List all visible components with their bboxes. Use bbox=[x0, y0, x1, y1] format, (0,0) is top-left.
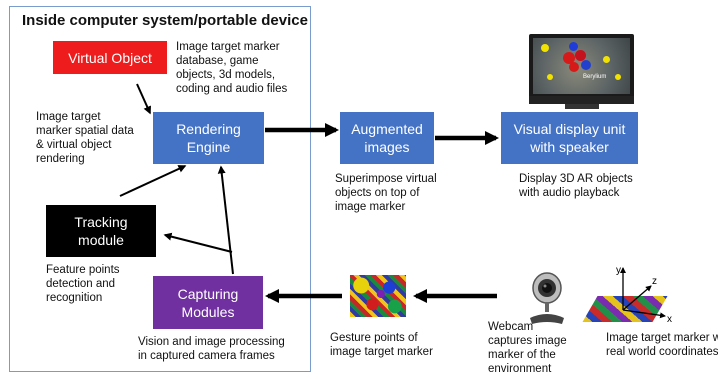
tv-monitor-icon: Berylium bbox=[529, 34, 634, 104]
virtual-object-box: Virtual Object bbox=[53, 41, 167, 74]
capturing-modules-label-1: Capturing bbox=[177, 285, 239, 302]
ball-yellow bbox=[615, 74, 621, 80]
rendering-engine-label-1: Rendering bbox=[176, 121, 241, 137]
axes-icon: y x z bbox=[616, 265, 672, 325]
ball-blue bbox=[581, 60, 591, 70]
feature-points-note: Feature points detection and recognition bbox=[46, 263, 120, 305]
note-line: & virtual object bbox=[36, 139, 112, 151]
display-3d-note: Display 3D AR objects with audio playbac… bbox=[519, 172, 633, 200]
tracking-module-label-1: Tracking bbox=[74, 214, 128, 230]
vision-processing-note: Vision and image processing in captured … bbox=[138, 335, 285, 363]
note-line: Feature points bbox=[46, 264, 120, 276]
note-line: Image target marker wi bbox=[606, 332, 718, 344]
tracking-module-label-2: module bbox=[78, 232, 124, 248]
gesture-marker-image bbox=[350, 275, 406, 317]
spatial-data-note: Image target marker spatial data & virtu… bbox=[36, 110, 134, 166]
note-line: image target marker bbox=[330, 346, 433, 358]
note-line: in captured camera frames bbox=[138, 350, 275, 362]
tv-bezel-bottom bbox=[529, 96, 634, 104]
virtual-object-label: Virtual Object bbox=[68, 49, 152, 66]
ball-red bbox=[563, 52, 575, 64]
gesture-points-note: Gesture points of image target marker bbox=[330, 331, 433, 359]
note-line: captures image bbox=[488, 335, 567, 347]
augmented-images-label-2: images bbox=[364, 139, 410, 155]
webcam-note: Webcam captures image marker of the envi… bbox=[488, 320, 567, 376]
note-line: objects, 3d models, bbox=[176, 69, 276, 81]
note-line: coding and audio files bbox=[176, 83, 288, 95]
visual-display-label-2: with speaker bbox=[530, 139, 609, 155]
rendering-engine-label-2: Engine bbox=[186, 139, 231, 155]
tracking-module-box: Tracking module bbox=[46, 205, 156, 257]
tv-screen: Berylium bbox=[533, 38, 630, 94]
arrow-virtual-to-rendering bbox=[136, 83, 151, 115]
capturing-modules-label-2: Modules bbox=[181, 303, 235, 320]
note-line: recognition bbox=[46, 292, 103, 304]
note-line: real world coordinates bbox=[606, 346, 718, 358]
ball-yellow bbox=[603, 56, 610, 63]
rendering-engine-box: Rendering Engine bbox=[153, 112, 264, 164]
note-line: Image target marker bbox=[176, 41, 280, 53]
tv-screen-label: Berylium bbox=[583, 74, 607, 80]
ball-blue bbox=[569, 42, 578, 51]
note-line: marker spatial data bbox=[36, 125, 134, 137]
device-frame bbox=[9, 6, 311, 372]
note-line: Webcam bbox=[488, 321, 534, 333]
augmented-images-label-1: Augmented bbox=[351, 121, 423, 137]
ball-red bbox=[575, 50, 586, 61]
visual-display-box: Visual display unit with speaker bbox=[501, 112, 638, 164]
note-line: rendering bbox=[36, 153, 85, 165]
note-line: Vision and image processing bbox=[138, 336, 285, 348]
arrow-capturing-to-rendering bbox=[217, 165, 234, 275]
capturing-modules-box: Capturing Modules bbox=[153, 276, 263, 329]
arrow-capturing-to-tracking bbox=[163, 232, 233, 253]
superimpose-note: Superimpose virtual objects on top of im… bbox=[335, 172, 437, 214]
note-line: marker of the bbox=[488, 349, 556, 361]
arrow-tracking-to-rendering bbox=[119, 165, 187, 197]
note-line: Display 3D AR objects bbox=[519, 173, 633, 185]
marker-world-note: Image target marker wi real world coordi… bbox=[606, 331, 718, 359]
axis-y-label: y bbox=[616, 265, 621, 276]
ball-yellow bbox=[541, 44, 549, 52]
axis-z-label: z bbox=[652, 276, 657, 287]
note-line: environment bbox=[488, 363, 552, 375]
note-line: objects on top of bbox=[335, 187, 420, 199]
visual-display-label-1: Visual display unit bbox=[513, 121, 626, 137]
ball-yellow bbox=[547, 74, 553, 80]
note-line: Image target bbox=[36, 111, 101, 123]
tv-stand bbox=[565, 104, 599, 109]
note-line: with audio playback bbox=[519, 187, 620, 199]
ball-red bbox=[569, 62, 579, 72]
note-line: detection and bbox=[46, 278, 116, 290]
note-line: image marker bbox=[335, 201, 406, 213]
note-line: database, game bbox=[176, 55, 259, 67]
virtual-object-description: Image target marker database, game objec… bbox=[176, 40, 287, 96]
augmented-images-box: Augmented images bbox=[340, 112, 434, 164]
note-line: Gesture points of bbox=[330, 332, 418, 344]
axis-x-label: x bbox=[667, 314, 672, 325]
webcam-icon bbox=[530, 272, 564, 324]
note-line: Superimpose virtual bbox=[335, 173, 437, 185]
frame-title: Inside computer system/portable device bbox=[22, 12, 308, 29]
